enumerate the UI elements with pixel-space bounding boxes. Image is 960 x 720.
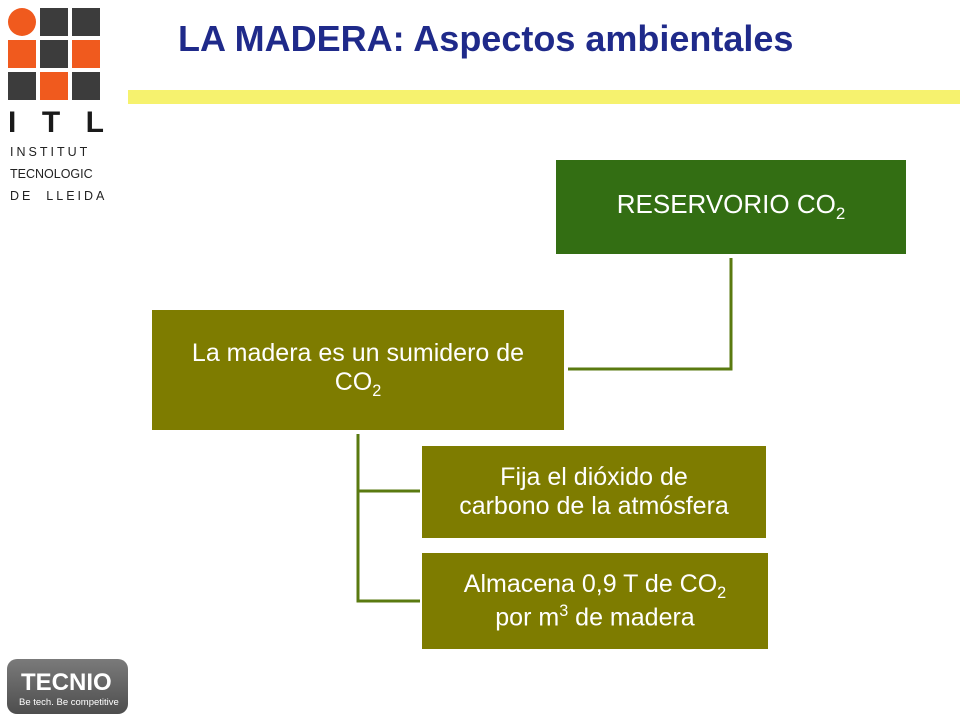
logo-letter-l: L	[85, 106, 104, 139]
fixes-label: Fija el dióxido de carbono de la atmósfe…	[459, 463, 729, 520]
logo-square	[8, 40, 36, 68]
tecnio-brand: TECNIO	[21, 669, 112, 696]
logo-square	[8, 72, 36, 100]
logo-square	[40, 72, 68, 100]
connector-sink-to-fixes	[356, 434, 420, 493]
logo-line-institut: INSTITUT	[10, 145, 91, 159]
logo-square	[72, 8, 100, 36]
title-underline-bar	[128, 90, 960, 104]
fixes-carbon-box: Fija el dióxido de carbono de la atmósfe…	[422, 446, 766, 538]
stores-label: Almacena 0,9 T de CO2 por m3 de madera	[463, 569, 727, 632]
logo-square	[40, 8, 68, 36]
logo-square	[40, 40, 68, 68]
connector-sink-to-reservoir	[568, 258, 733, 371]
logo-line-lleida: DE LLEIDA	[10, 189, 108, 203]
logo-square	[72, 72, 100, 100]
tecnio-badge: TECNIO Be tech. Be competitive	[7, 659, 128, 714]
logo-square	[72, 40, 100, 68]
reservoir-co2-box: RESERVORIO CO2	[556, 160, 906, 254]
tecnio-tagline: Be tech. Be competitive	[19, 697, 119, 708]
connector-sink-to-stores	[356, 491, 420, 603]
page-title: LA MADERA: Aspectos ambientales	[178, 18, 794, 59]
logo-letter-t: T	[41, 106, 61, 139]
logo-line-tecnologic: TECNOLOGIC	[10, 167, 93, 181]
logo-dot-icon	[8, 8, 36, 36]
reservoir-label: RESERVORIO CO2	[616, 189, 846, 224]
itl-letters: I T L	[8, 106, 104, 140]
sink-label: La madera es un sumidero de CO2	[191, 339, 525, 401]
stores-co2-box: Almacena 0,9 T de CO2 por m3 de madera	[422, 553, 768, 649]
logo-letter-i: I	[8, 106, 17, 139]
wood-carbon-sink-box: La madera es un sumidero de CO2	[152, 310, 564, 430]
itl-logo-grid	[8, 8, 100, 100]
